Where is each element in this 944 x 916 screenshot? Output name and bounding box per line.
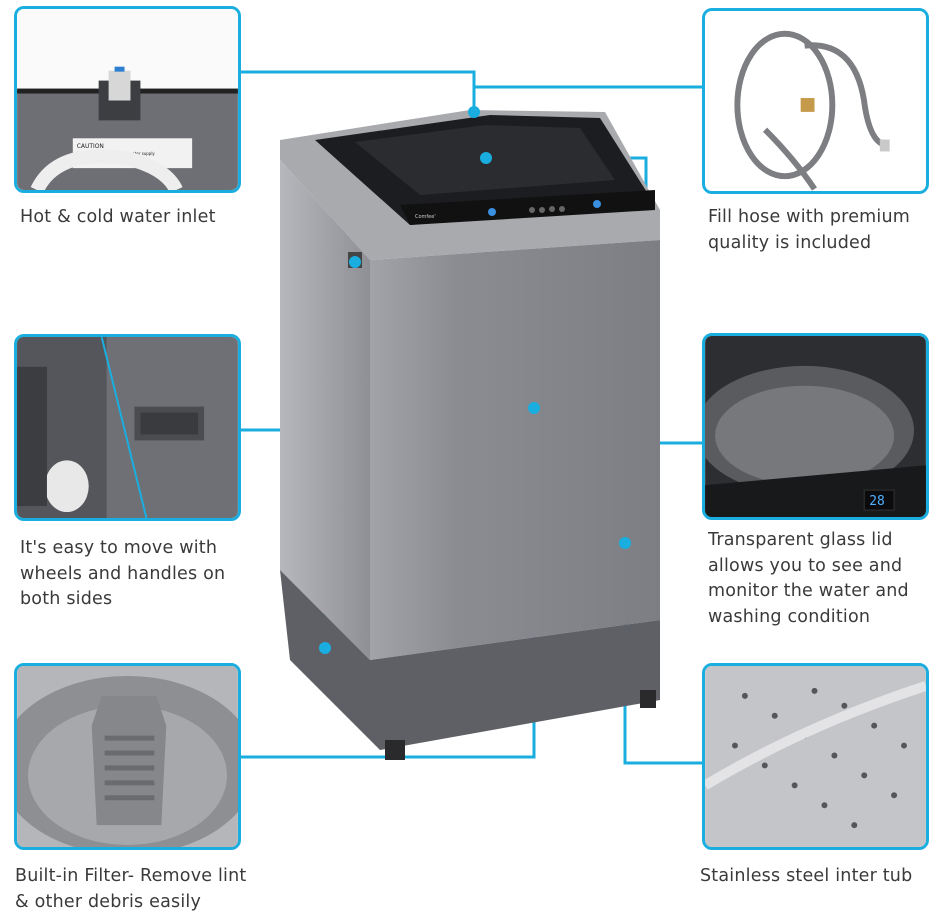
caption-wheels-handles: It's easy to move with wheels and handle… <box>20 538 226 609</box>
caption-glass-lid: Transparent glass lid allows you to see … <box>708 530 909 627</box>
dot-glass-lid <box>480 152 492 164</box>
caption-fill-hose: Fill hose with premium quality is includ… <box>708 207 911 253</box>
dot-wheel <box>319 642 331 654</box>
panel-inner-tub <box>702 663 929 850</box>
digital-display: 28 <box>869 494 885 509</box>
caption-water-inlet: Hot & cold water inlet <box>20 207 216 227</box>
washing-machine-image: Comfee' <box>280 106 660 760</box>
dot-handle <box>349 256 361 268</box>
panel-fill-hose <box>702 8 929 194</box>
panel-glass-lid: 28 <box>702 333 929 520</box>
panel-filter <box>14 663 241 850</box>
caption-inner-tub: Stainless steel inter tub <box>700 866 913 886</box>
panel-water-inlet: CAUTION Do not connect to the hot water … <box>14 6 241 193</box>
dot-water-inlet <box>468 106 480 118</box>
svg-text:CAUTION: CAUTION <box>77 143 104 150</box>
control-button <box>488 208 496 216</box>
brand-logo: Comfee' <box>415 214 436 220</box>
dot-inner-tub <box>619 537 631 549</box>
caption-filter: Built-in Filter- Remove lint & other deb… <box>15 866 247 912</box>
start-button <box>593 200 601 208</box>
dot-filter <box>528 402 540 414</box>
connector-water-inlet <box>240 70 476 112</box>
panel-wheels-handles <box>14 334 241 521</box>
